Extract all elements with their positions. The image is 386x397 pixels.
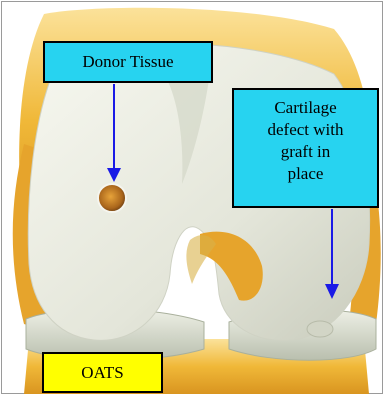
notch-shadow: [186, 235, 216, 284]
graft-plug: [307, 321, 333, 337]
figure-frame: Donor Tissue Cartilage defect with graft…: [1, 1, 383, 394]
donor-site-hole: [98, 184, 126, 212]
defect-line-4: place: [234, 163, 377, 185]
cartilage-defect-callout: Cartilage defect with graft in place: [232, 88, 379, 208]
defect-line-1: Cartilage: [234, 97, 377, 119]
donor-tissue-callout: Donor Tissue: [43, 41, 213, 83]
defect-line-3: graft in: [234, 141, 377, 163]
defect-line-2: defect with: [234, 119, 377, 141]
procedure-label: OATS: [42, 352, 163, 393]
